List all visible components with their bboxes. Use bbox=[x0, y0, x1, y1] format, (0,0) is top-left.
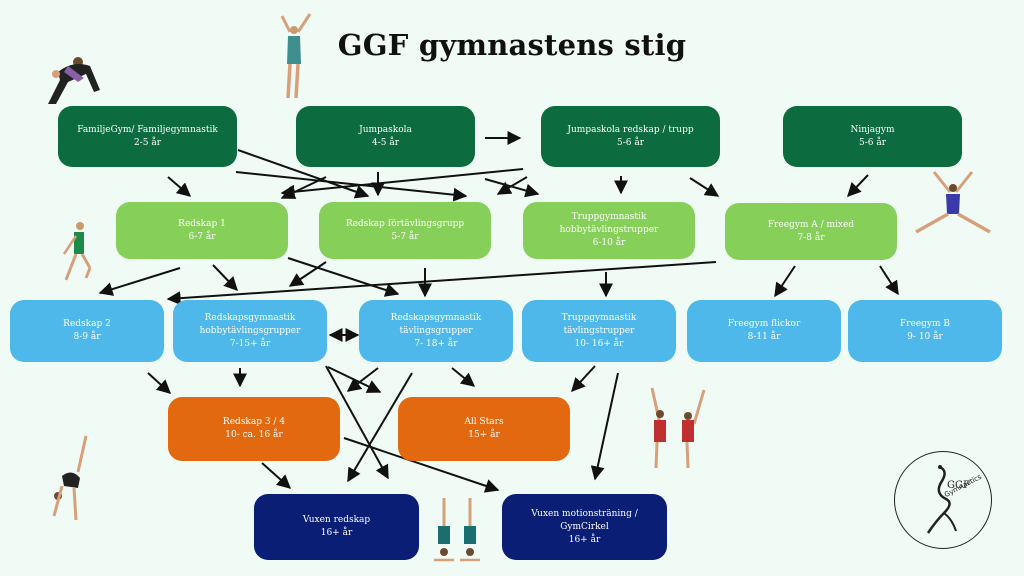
page-title: GGF gymnastens stig bbox=[337, 28, 687, 62]
node-redskap-1: Redskap 1 6-7 år bbox=[116, 202, 288, 259]
node-name: Jumpaskola redskap / trupp bbox=[567, 124, 694, 135]
node-redskapsgymnastik-tavling: Redskapsgymnastik tävlingsgrupper 7- 18+… bbox=[359, 300, 513, 362]
node-age: 10- 16+ år bbox=[574, 338, 624, 349]
arrow bbox=[343, 437, 500, 493]
arrow bbox=[327, 366, 382, 393]
node-age: 16+ år bbox=[568, 534, 601, 545]
gymnast-photo bbox=[280, 13, 312, 99]
node-ninjagym: Ninjagym 5-6 år bbox=[783, 106, 962, 167]
node-redskapsgymnastik-hobby: Redskapsgymnastik hobbytävlingsgrupper 7… bbox=[173, 300, 327, 362]
arrow bbox=[280, 176, 327, 199]
node-redskap-fortavlingsgrupp: Redskap förtävlingsgrupp 5-7 år bbox=[319, 202, 491, 259]
arrow bbox=[167, 176, 192, 197]
arrow bbox=[484, 178, 540, 198]
gymnast-photo bbox=[650, 387, 706, 469]
node-jumpaskola: Jumpaskola 4-5 år bbox=[296, 106, 475, 167]
node-age: 6-7 år bbox=[188, 231, 216, 242]
arrow bbox=[774, 265, 796, 298]
arrow bbox=[280, 168, 524, 199]
node-truppgymnastik-tavling: Truppgymnastik tävlingstrupper 10- 16+ å… bbox=[522, 300, 676, 362]
ggf-logo: GGF Gymnastics bbox=[894, 451, 992, 549]
node-familjegym: FamiljeGym/ Familjegymnastik 2-5 år bbox=[58, 106, 237, 167]
gymnast-logo-icon bbox=[926, 465, 957, 534]
node-name: Freegym A / mixed bbox=[767, 219, 855, 230]
arrow bbox=[689, 177, 720, 197]
node-vuxen-redskap: Vuxen redskap 16+ år bbox=[254, 494, 419, 560]
gymnast-photo bbox=[915, 171, 991, 234]
node-age: 10- ca. 16 år bbox=[225, 430, 283, 440]
node-name: Redskap 3 / 4 bbox=[222, 417, 286, 427]
node-age: 15+ år bbox=[468, 430, 500, 440]
arrow bbox=[261, 462, 292, 489]
node-truppgymnastik-hobby: Truppgymnastik hobbytävlingstrupper 6-10… bbox=[523, 202, 695, 259]
node-name: Redskapsgymnastik tävlingsgrupper bbox=[390, 312, 482, 336]
arrow bbox=[288, 261, 327, 287]
node-age: 5-6 år bbox=[616, 137, 645, 148]
node-name: Redskapsgymnastik hobbytävlingsgrupper bbox=[199, 312, 301, 336]
node-vuxen-motionstraning: Vuxen motionsträning / GymCirkel 16+ år bbox=[502, 494, 667, 560]
arrow bbox=[212, 264, 238, 292]
node-age: 5-7 år bbox=[391, 231, 419, 242]
node-age: 16+ år bbox=[320, 528, 353, 538]
gymnast-photo bbox=[52, 435, 88, 521]
arrow bbox=[590, 372, 619, 481]
arrow bbox=[237, 149, 370, 199]
node-freegym-b: Freegym B 9- 10 år bbox=[848, 300, 1002, 362]
arrow bbox=[451, 367, 476, 387]
gymnast-photo bbox=[48, 57, 100, 104]
node-name: Redskap 1 bbox=[178, 218, 226, 229]
node-age: 9- 10 år bbox=[907, 332, 943, 342]
node-name: Ninjagym bbox=[850, 124, 895, 135]
arrow bbox=[571, 365, 596, 393]
node-name: Vuxen redskap bbox=[302, 515, 371, 525]
arrow bbox=[879, 265, 899, 296]
node-name: All Stars bbox=[464, 417, 504, 427]
node-age: 6-10 år bbox=[592, 238, 626, 248]
arrow bbox=[325, 365, 389, 480]
node-name: Redskap 2 bbox=[63, 319, 111, 329]
node-name: FamiljeGym/ Familjegymnastik bbox=[77, 124, 218, 135]
arrow bbox=[287, 257, 400, 297]
node-freegym-a: Freegym A / mixed 7-8 år bbox=[725, 203, 897, 260]
arrow bbox=[347, 372, 413, 483]
arrow bbox=[166, 261, 717, 306]
arrow bbox=[235, 171, 468, 202]
node-name: Freegym flickor bbox=[727, 319, 801, 329]
node-redskap-2: Redskap 2 8-9 år bbox=[10, 300, 164, 362]
arrow bbox=[847, 174, 869, 198]
node-name: Jumpaskola bbox=[359, 124, 412, 135]
gymnast-photo bbox=[62, 222, 92, 281]
node-name: Vuxen motionsträning / GymCirkel bbox=[531, 508, 638, 532]
node-age: 4-5 år bbox=[371, 137, 400, 148]
node-age: 7-15+ år bbox=[229, 338, 271, 349]
node-age: 2-5 år bbox=[133, 137, 162, 148]
node-name: Freegym B bbox=[899, 319, 951, 329]
node-age: 7- 18+ år bbox=[414, 338, 458, 349]
node-redskap-3-4: Redskap 3 / 4 10- ca. 16 år bbox=[168, 397, 340, 461]
arrow bbox=[496, 176, 528, 195]
logo-text: GGF bbox=[947, 480, 970, 491]
node-name: Truppgymnastik tävlingstrupper bbox=[561, 312, 637, 336]
gymnast-photo bbox=[434, 498, 480, 562]
node-name: Truppgymnastik hobbytävlingstrupper bbox=[559, 212, 659, 235]
node-name: Redskap förtävlingsgrupp bbox=[345, 218, 465, 229]
node-all-stars: All Stars 15+ år bbox=[398, 397, 570, 461]
node-age: 8-9 år bbox=[73, 332, 101, 342]
node-age: 5-6 år bbox=[858, 137, 887, 148]
arrow bbox=[147, 372, 172, 394]
node-age: 7-8 år bbox=[797, 232, 825, 243]
node-age: 8-11 år bbox=[747, 332, 781, 342]
node-freegym-flickor: Freegym flickor 8-11 år bbox=[687, 300, 841, 362]
node-jumpaskola-redskap: Jumpaskola redskap / trupp 5-6 år bbox=[541, 106, 720, 167]
arrow bbox=[98, 267, 181, 296]
arrow bbox=[346, 367, 379, 392]
